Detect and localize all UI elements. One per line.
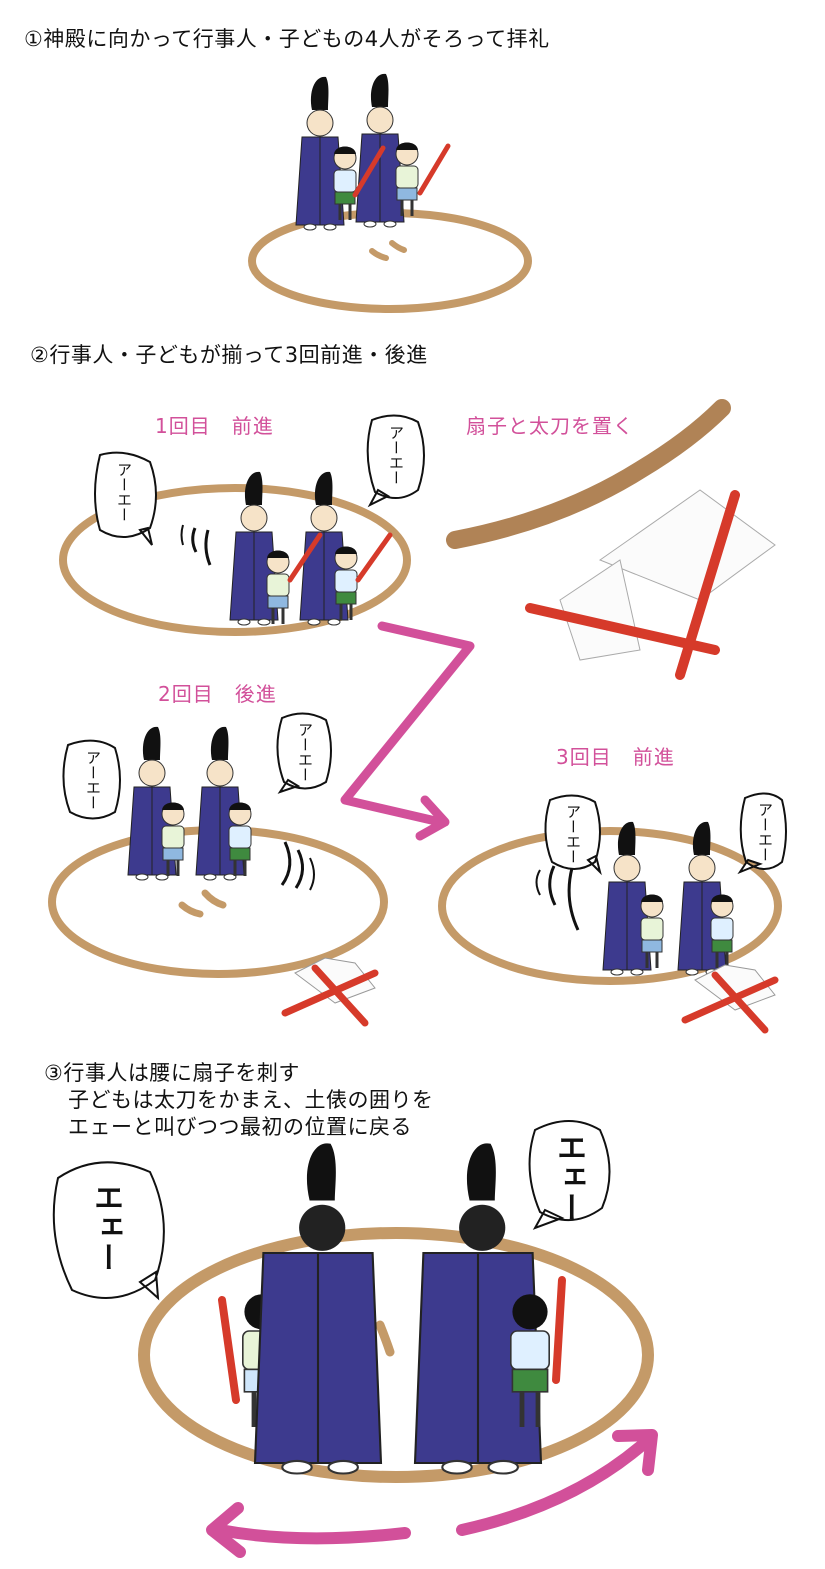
step2-caption: ②行事人・子どもが揃って3回前進・後進 (30, 343, 428, 367)
dohyo-ring (59, 484, 411, 636)
speech-bubbles (52, 414, 787, 1301)
bubble-text: アーエー (564, 804, 582, 864)
bubble-text: アーエー (387, 425, 405, 485)
bubble-text: アーエー (296, 722, 314, 782)
bubble-text: アーエー (84, 750, 102, 810)
dohyo-ring (438, 827, 782, 985)
dohyo-ring (138, 1227, 654, 1483)
bubble-text: アーエー (756, 802, 774, 862)
step1-caption: ①神殿に向かって行事人・子どもの4人がそろって拝礼 (24, 27, 550, 51)
step3-caption-line3: エェーと叫びつつ最初の位置に戻る (68, 1115, 412, 1139)
round1-label: 1回目 前進 (155, 414, 274, 438)
round3-label: 3回目 前進 (556, 745, 675, 769)
bubble-text: アーエー (115, 462, 133, 522)
scene2-round2 (48, 726, 388, 1023)
movement-arrow (340, 621, 475, 827)
place-items-label: 扇子と太刀を置く (466, 414, 634, 438)
scene3 (138, 1143, 658, 1558)
bubble-text-large: エェー (551, 1132, 586, 1222)
round2-label: 2回目 後進 (158, 682, 277, 706)
scene1 (248, 73, 532, 313)
bubble-text-large: エェー (88, 1182, 123, 1272)
scene2-round3 (438, 821, 782, 1030)
fan-and-sword-group (446, 399, 776, 680)
step3-caption-line1: ③行事人は腰に扇子を刺す (44, 1061, 300, 1085)
scene2-round1 (59, 471, 411, 636)
step3-caption-line2: 子どもは太刀をかまえ、土俵の囲りを (68, 1088, 434, 1112)
